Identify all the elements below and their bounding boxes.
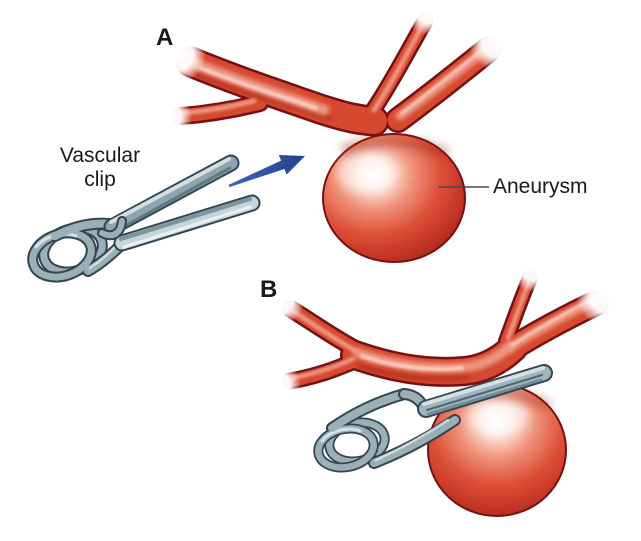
vessel-a xyxy=(144,0,528,141)
vascular-clip-a xyxy=(27,154,261,283)
vascular-clip-label-line2: clip xyxy=(84,168,116,191)
vessel-b-fade-tips xyxy=(253,240,636,409)
aneurysm-a xyxy=(322,133,466,263)
vessel-b xyxy=(253,240,636,409)
panel-b-art xyxy=(253,240,636,517)
vascular-clip-label-line1: Vascular xyxy=(59,144,141,167)
vascular-clip-b xyxy=(313,364,553,473)
panel-letter-b: B xyxy=(260,276,278,303)
aneurysm-label: Aneurysm xyxy=(493,175,588,198)
panel-a-art xyxy=(27,0,528,283)
direction-arrow-icon xyxy=(228,155,305,188)
panel-letter-a: A xyxy=(156,24,174,51)
vessel-a-fade-tips xyxy=(144,0,528,141)
vascular-clip-label: Vascular clip xyxy=(30,144,170,192)
